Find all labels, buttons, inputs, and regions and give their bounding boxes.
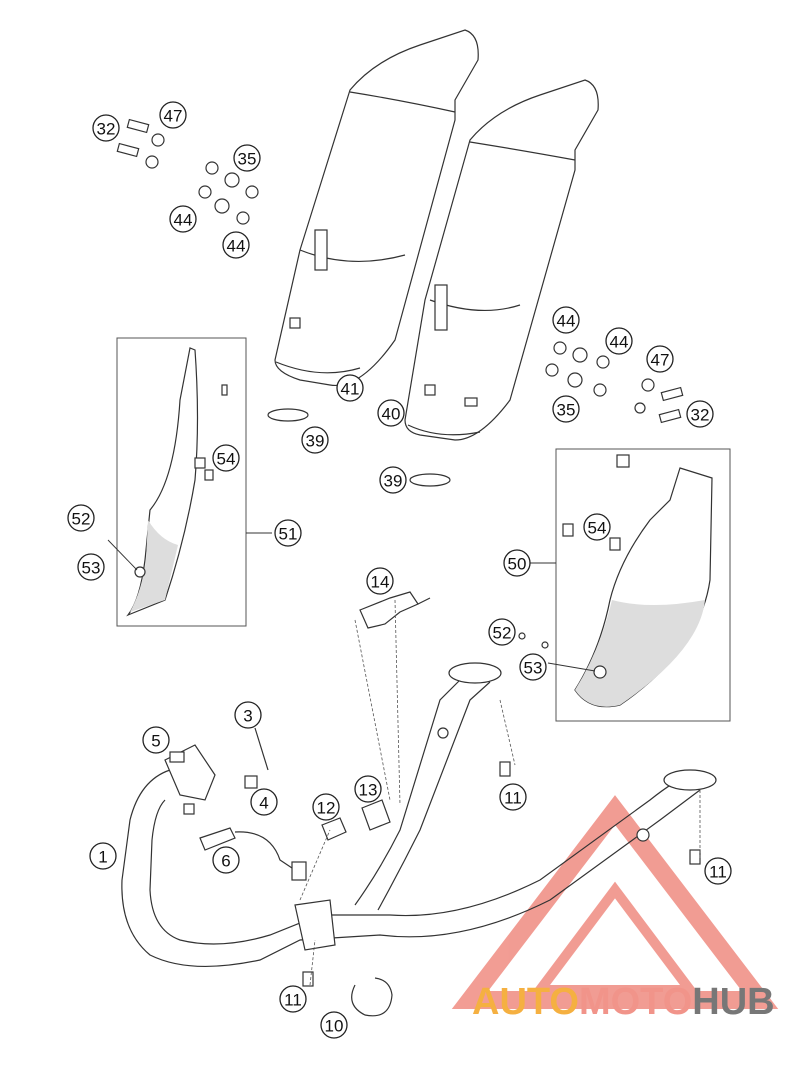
callout-6: 6 (212, 846, 240, 874)
callout-44: 44 (552, 306, 580, 334)
gasket-39-lower (409, 473, 451, 487)
callout-50: 50 (503, 549, 531, 577)
callout-3: 3 (234, 701, 262, 729)
callout-47: 47 (159, 101, 187, 129)
callout-label: 11 (709, 863, 727, 882)
callout-label: 11 (284, 991, 302, 1010)
callout-40: 40 (377, 399, 405, 427)
callout-label: 5 (151, 732, 160, 751)
callout-label: 1 (98, 848, 107, 867)
callout-44: 44 (222, 231, 250, 259)
callout-label: 35 (557, 401, 576, 420)
callout-label: 11 (504, 789, 522, 808)
watermark-text: AUTOMOTOHUB (472, 981, 775, 1023)
heat-shield-50-box (555, 448, 731, 722)
callout-label: 53 (524, 659, 543, 678)
callout-11: 11 (279, 985, 307, 1013)
callout-label: 44 (174, 211, 193, 230)
mounting-hardware-left (116, 118, 259, 225)
callout-label: 47 (651, 351, 670, 370)
callout-51: 51 (274, 519, 302, 547)
callout-5: 5 (142, 726, 170, 754)
muffler-40 (404, 79, 599, 441)
callout-label: 39 (384, 472, 403, 491)
callout-44: 44 (169, 205, 197, 233)
callout-32: 32 (686, 400, 714, 428)
callout-label: 39 (306, 432, 325, 451)
callout-label: 41 (341, 380, 360, 399)
callout-label: 6 (221, 852, 230, 871)
callout-54: 54 (583, 513, 611, 541)
callout-54: 54 (212, 444, 240, 472)
callout-13: 13 (354, 775, 382, 803)
callout-39: 39 (301, 426, 329, 454)
heat-shield-50 (518, 454, 713, 708)
callout-11: 11 (499, 783, 527, 811)
callout-label: 54 (217, 450, 236, 469)
callout-label: 47 (164, 107, 183, 126)
callout-label: 44 (227, 237, 246, 256)
callout-44: 44 (605, 327, 633, 355)
dashed-leaders (299, 599, 701, 986)
callout-35: 35 (552, 395, 580, 423)
heat-shield-51-box (116, 337, 247, 627)
heat-shield-51 (126, 347, 228, 617)
muffler-41 (274, 29, 479, 387)
callout-label: 32 (691, 406, 710, 425)
callout-53: 53 (519, 653, 547, 681)
mounting-hardware-right (545, 341, 684, 424)
callout-11: 11 (704, 857, 732, 885)
callout-label: 52 (493, 624, 512, 643)
callout-label: 12 (317, 799, 336, 818)
callout-leaders (107, 532, 596, 672)
callout-14: 14 (366, 567, 394, 595)
gasket-39-upper (267, 408, 309, 422)
callout-52: 52 (488, 618, 516, 646)
callout-12: 12 (312, 793, 340, 821)
callout-35: 35 (233, 144, 261, 172)
callout-label: 32 (97, 120, 116, 139)
callout-1: 1 (89, 842, 117, 870)
small-parts (169, 727, 701, 1017)
callout-4: 4 (250, 788, 278, 816)
callout-label: 44 (610, 333, 629, 352)
callout-10: 10 (320, 1011, 348, 1039)
callout-label: 44 (557, 312, 576, 331)
callout-label: 50 (508, 555, 527, 574)
callout-label: 53 (82, 559, 101, 578)
callout-label: 51 (279, 525, 298, 544)
watermark-logo (451, 795, 779, 1009)
callout-41: 41 (336, 374, 364, 402)
callout-47: 47 (646, 345, 674, 373)
callout-52: 52 (67, 504, 95, 532)
callout-label: 35 (238, 150, 257, 169)
callout-label: 54 (588, 519, 607, 538)
callouts-group: 3247354444444435473241403939545152531454… (67, 101, 732, 1039)
callout-label: 13 (359, 781, 378, 800)
callout-53: 53 (77, 553, 105, 581)
callout-39: 39 (379, 466, 407, 494)
bracket-14 (359, 591, 431, 629)
callout-label: 10 (325, 1017, 344, 1036)
callout-label: 3 (243, 707, 252, 726)
callout-label: 40 (382, 405, 401, 424)
callout-32: 32 (92, 114, 120, 142)
callout-label: 52 (72, 510, 91, 529)
callout-label: 14 (371, 573, 390, 592)
header-pipes (121, 662, 717, 968)
callout-label: 4 (259, 794, 268, 813)
